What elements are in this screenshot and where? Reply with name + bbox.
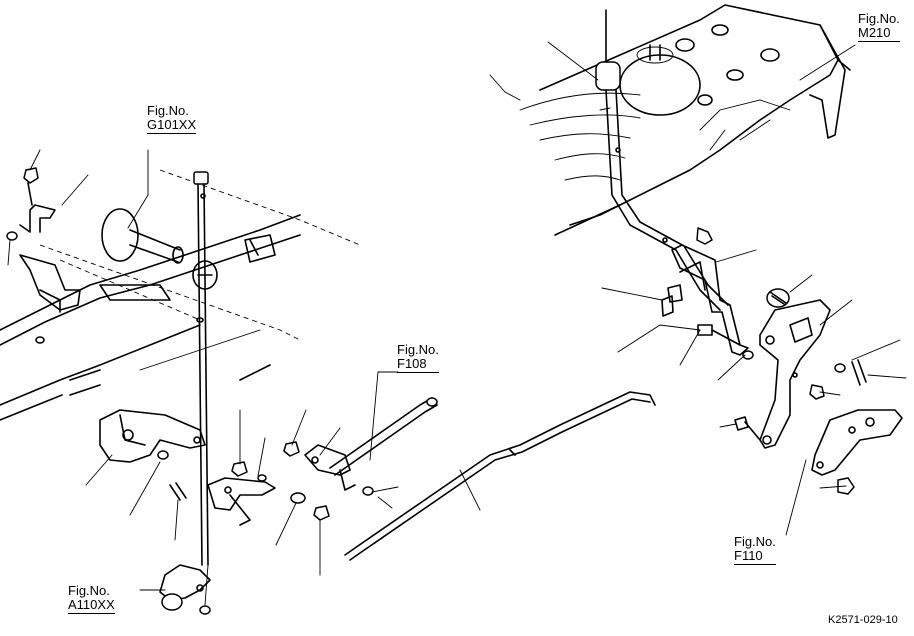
long-rod xyxy=(344,391,656,561)
mid-linkage xyxy=(207,441,374,526)
lower-left-bracket xyxy=(99,409,206,501)
figure-reference-code: F108 xyxy=(397,357,439,373)
figure-reference-prefix: Fig.No. xyxy=(397,342,439,357)
vertical-rod xyxy=(193,171,209,566)
pedal-arm xyxy=(595,9,729,311)
figure-reference-g101xx[interactable]: Fig.No. G101XX xyxy=(147,103,197,134)
figure-reference-prefix: Fig.No. xyxy=(147,103,189,118)
figure-reference-code: G101XX xyxy=(147,117,197,134)
right-fasteners xyxy=(734,359,867,441)
figure-reference-a110xx[interactable]: Fig.No. A110XX xyxy=(68,584,115,614)
pedal-bracket xyxy=(661,227,749,356)
f110-plate xyxy=(811,409,903,495)
brake-lever xyxy=(697,288,831,449)
a110-part xyxy=(159,564,211,615)
figure-reference-f110[interactable]: Fig.No. F110 xyxy=(734,535,776,565)
f108-lever xyxy=(329,397,438,491)
figure-reference-code: M210 xyxy=(858,26,900,42)
figure-reference-prefix: Fig.No. xyxy=(858,11,900,26)
leader-lines xyxy=(7,41,907,606)
figure-reference-m210[interactable]: Fig.No. M210 xyxy=(858,12,900,42)
frame-housing xyxy=(519,4,851,236)
figure-reference-f108[interactable]: Fig.No. F108 xyxy=(397,343,439,373)
figure-reference-prefix: Fig.No. xyxy=(68,583,110,598)
pedal-pad xyxy=(595,61,621,91)
drawing-code: K2571-029-10 xyxy=(828,614,898,626)
figure-reference-prefix: Fig.No. xyxy=(734,534,776,549)
figure-reference-code: A110XX xyxy=(68,597,115,614)
figure-reference-code: F110 xyxy=(734,549,776,565)
left-frame xyxy=(0,167,361,421)
